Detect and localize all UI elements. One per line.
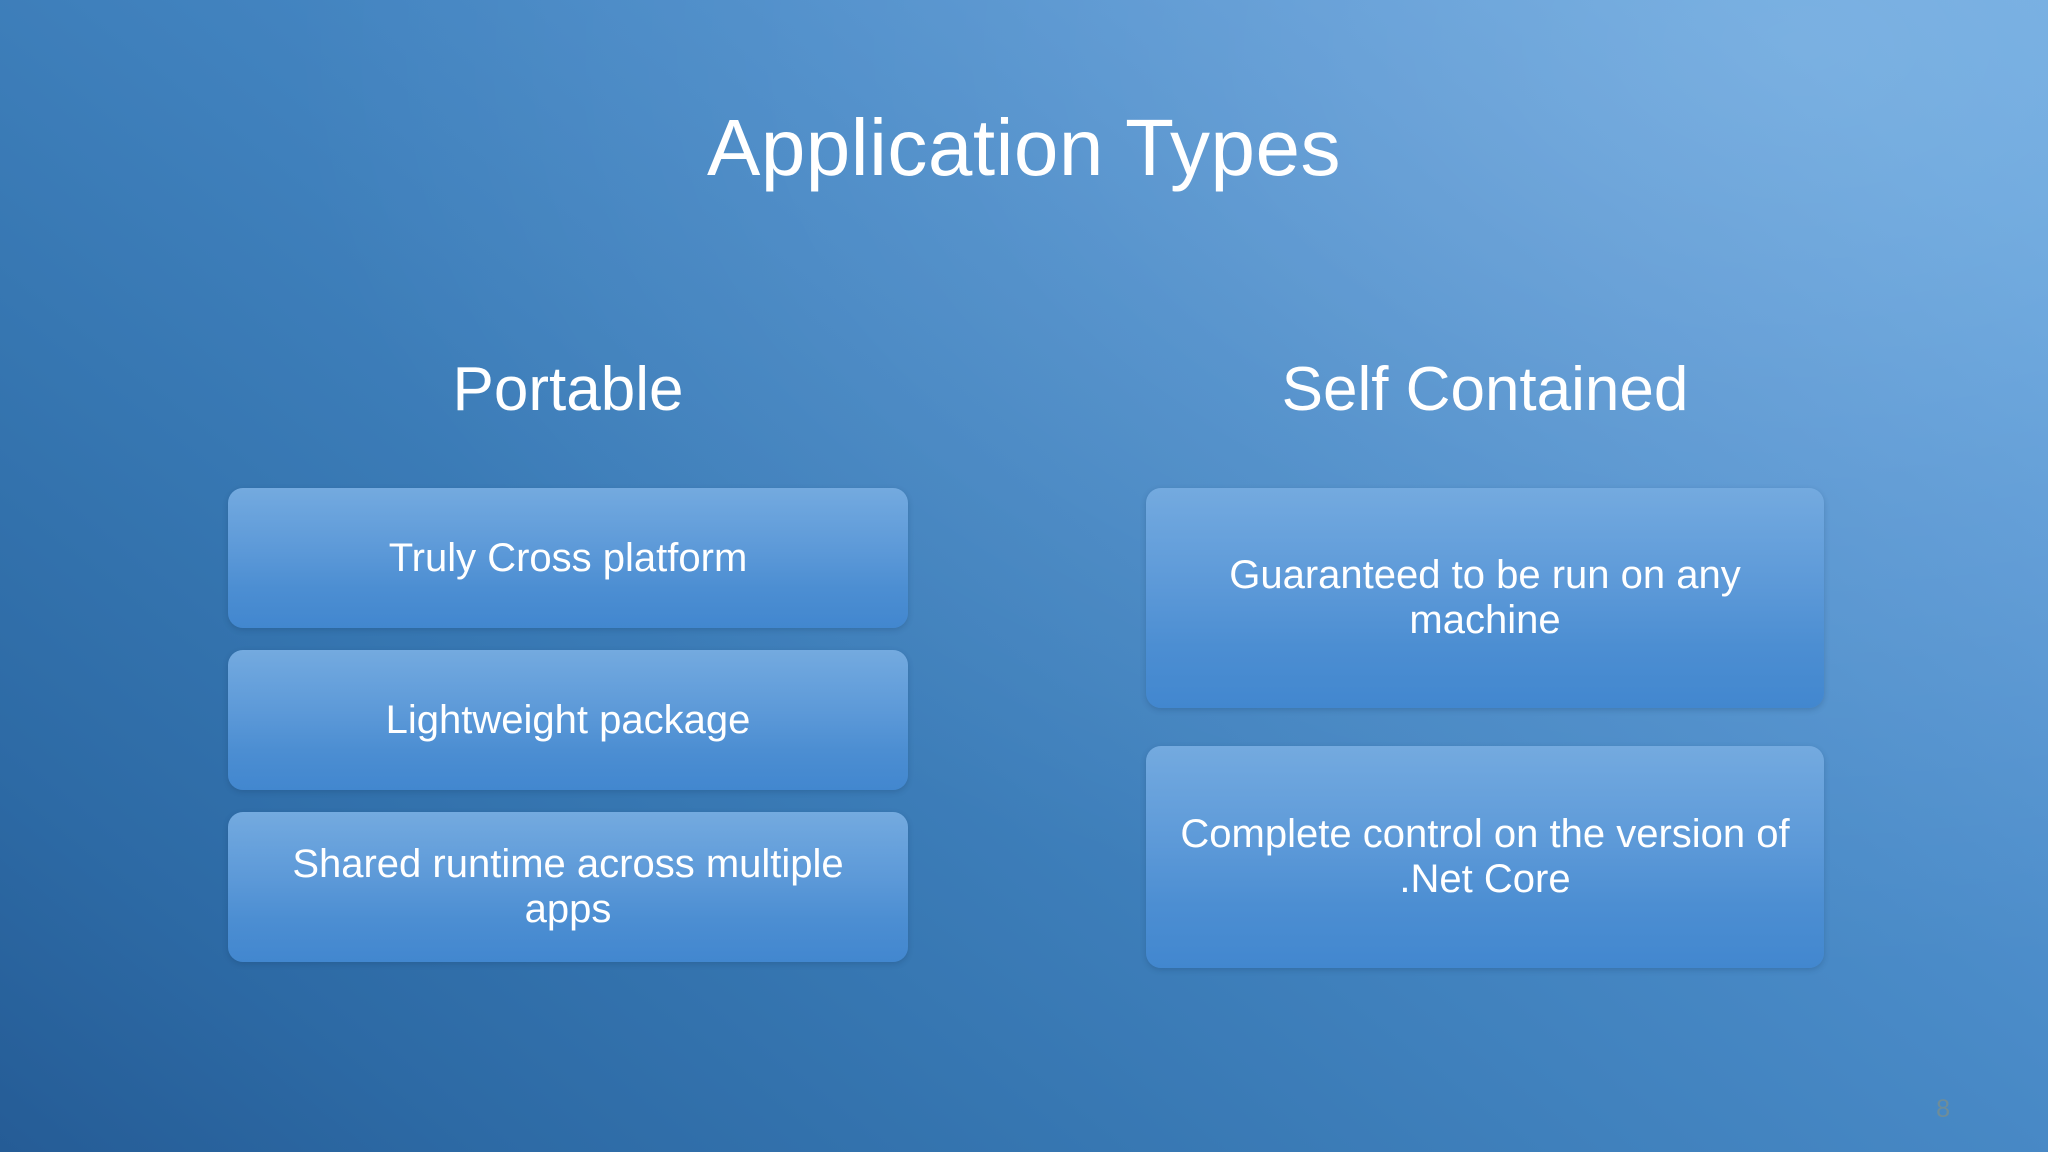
column-heading-self-contained: Self Contained <box>1281 355 1689 424</box>
card-shared-runtime[interactable]: Shared runtime across multiple apps <box>228 812 908 963</box>
slide-number: 8 <box>1936 1095 1950 1123</box>
card-label: Truly Cross platform <box>388 535 748 580</box>
card-label: Complete control on the version of .Net … <box>1180 812 1790 902</box>
card-guaranteed-run-any-machine[interactable]: Guaranteed to be run on any machine <box>1146 488 1824 709</box>
card-truly-cross-platform[interactable]: Truly Cross platform <box>228 488 908 629</box>
page-title: Application Types <box>706 103 1342 192</box>
column-portable: Portable Truly Cross platform Lightweigh… <box>228 355 908 963</box>
card-label: Shared runtime across multiple apps <box>292 842 844 932</box>
card-complete-control-version[interactable]: Complete control on the version of .Net … <box>1146 746 1824 969</box>
card-lightweight-package[interactable]: Lightweight package <box>228 650 908 791</box>
column-heading-portable: Portable <box>452 355 684 424</box>
card-label: Lightweight package <box>385 697 751 742</box>
card-label: Guaranteed to be run on any machine <box>1229 553 1741 643</box>
column-self-contained: Self Contained Guaranteed to be run on a… <box>1146 355 1824 969</box>
